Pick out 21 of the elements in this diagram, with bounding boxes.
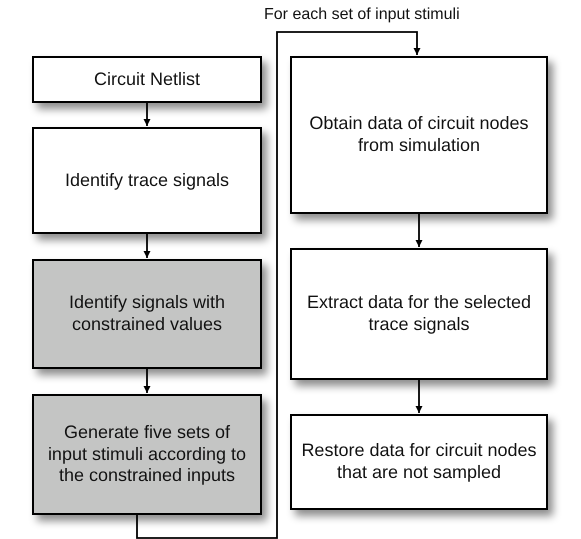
arrow [416, 380, 422, 413]
process-box [32, 394, 262, 515]
process-box [290, 56, 548, 214]
arrow [144, 234, 150, 258]
box-label: Identify signals with constrained values [68, 292, 226, 336]
process-box [32, 259, 262, 369]
arrow [144, 369, 150, 393]
arrow [144, 103, 150, 126]
arrow [136, 31, 420, 539]
box-label: Extract data for the selected trace signals [306, 292, 532, 336]
box-label: Identify trace signals [64, 170, 230, 192]
arrow [416, 214, 422, 247]
edge-label: For each set of input stimuli [264, 6, 460, 24]
process-box [32, 127, 262, 234]
box-label: Restore data for circuit nodes that are not sampled [300, 440, 538, 484]
process-box [290, 414, 548, 510]
process-box [32, 56, 262, 103]
box-label: Circuit Netlist [94, 68, 200, 90]
box-label: Obtain data of circuit nodes from simulation [308, 113, 530, 157]
box-label: Generate five sets of input stimuli according to the constrained inputs [46, 422, 248, 487]
process-box [290, 248, 548, 380]
